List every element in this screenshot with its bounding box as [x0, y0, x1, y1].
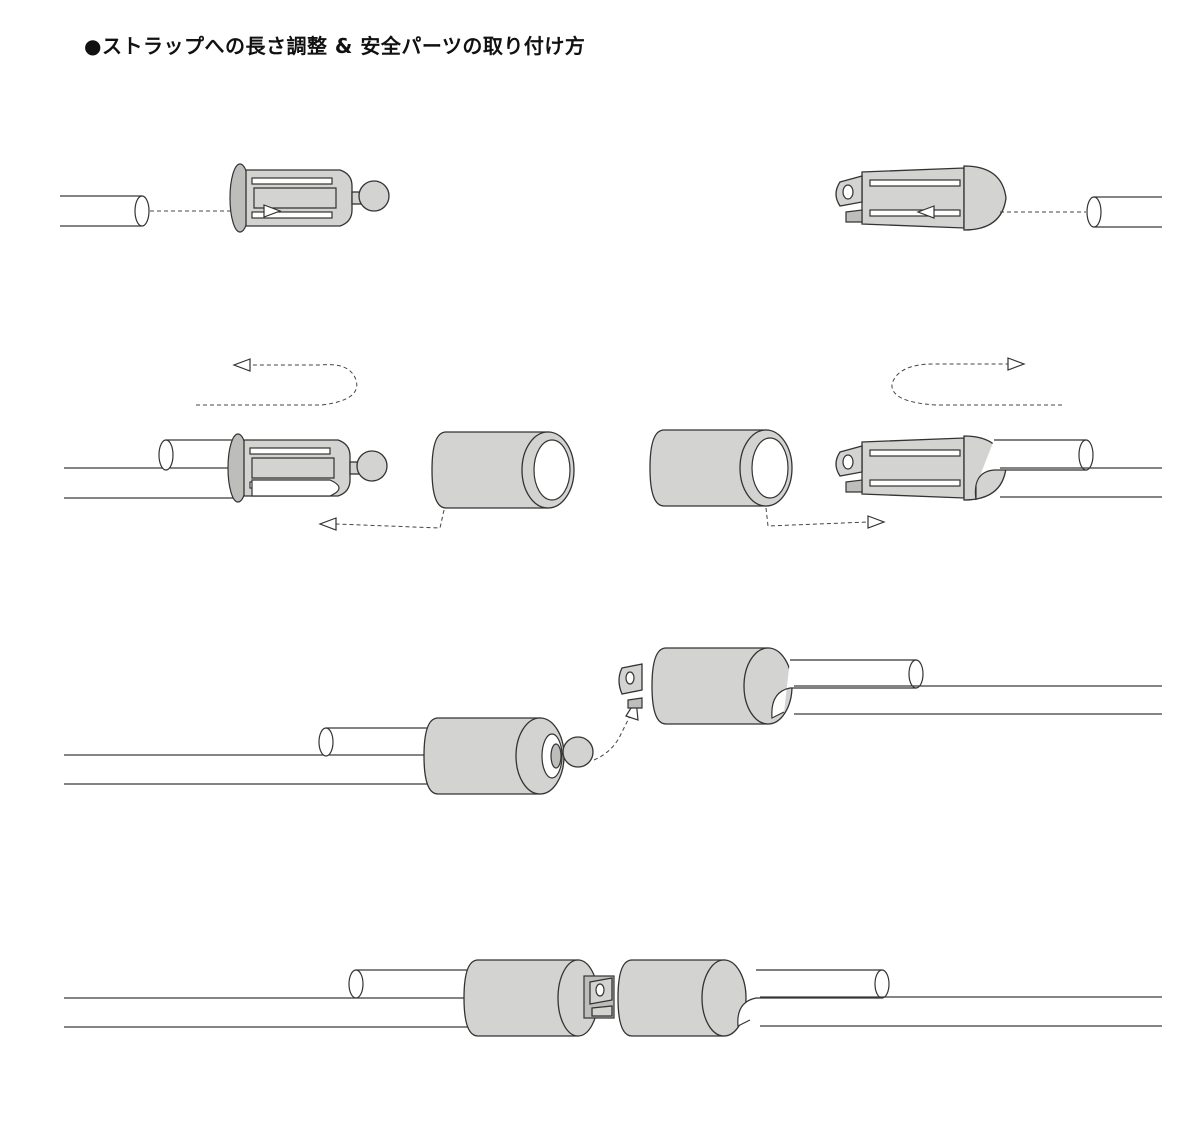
attach-guide [593, 711, 633, 761]
loop-guide-right [891, 363, 1062, 406]
arrow-right-icon [263, 204, 282, 218]
safety-sleeve-left [431, 431, 575, 509]
page-title: ●ストラップへの長さ調整 & 安全パーツの取り付け方 [84, 34, 586, 58]
looped-cord-right [974, 439, 1162, 501]
step-3 [64, 647, 1162, 795]
socket-connector [835, 165, 1007, 231]
cord-left [60, 195, 150, 227]
step-2 [64, 357, 1162, 531]
arrow-left-icon [916, 205, 935, 219]
socket-connector [835, 435, 1007, 501]
arrow-right-icon [1007, 357, 1026, 371]
loop-guide-left [196, 364, 358, 406]
cord-right [1086, 196, 1162, 228]
safety-sleeve-right [649, 429, 793, 507]
slide-guide-right [765, 507, 869, 527]
joined-assembly [64, 959, 1162, 1037]
connector-joint [583, 975, 615, 1019]
step-4 [64, 959, 1162, 1037]
arrow-right-icon [867, 515, 886, 529]
slide-guide-left [335, 509, 445, 529]
looped-cord-left [64, 439, 240, 499]
sleeved-socket-connector [618, 647, 1162, 725]
step-1 [60, 163, 1162, 233]
arrow-left-icon [318, 517, 337, 531]
ball-connector [229, 163, 390, 233]
arrow-left-icon [232, 358, 251, 372]
sleeved-ball-connector [64, 717, 594, 795]
white-cord-through [251, 479, 340, 497]
